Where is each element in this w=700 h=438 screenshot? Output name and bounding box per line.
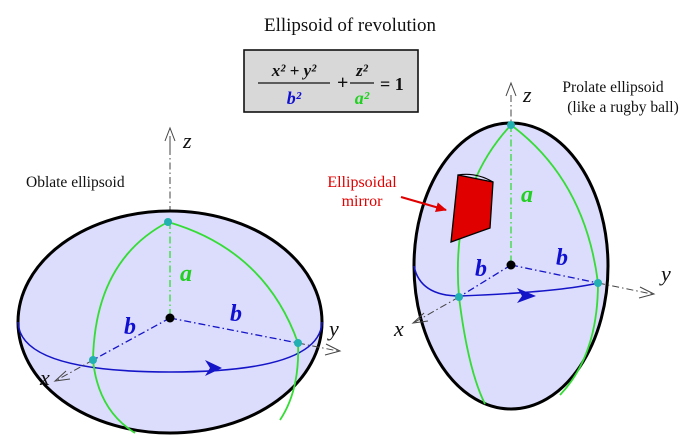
prolate-axis-z-label: z xyxy=(522,82,532,107)
formula-box: x² + y² b² + z² a² = 1 xyxy=(243,49,419,113)
oblate-z-arrowhead xyxy=(164,126,176,142)
oblate-equator-front xyxy=(17,321,323,373)
prolate-x-point xyxy=(455,293,463,301)
formula-denominator-left: b² xyxy=(287,88,302,108)
oblate-rotation-arrow xyxy=(205,360,222,376)
oblate-y-axis-ext xyxy=(297,342,339,352)
prolate-b-axis-y xyxy=(510,264,599,284)
formula-numerator-left: x² + y² xyxy=(271,61,317,80)
oblate-b-label-2: b xyxy=(230,301,242,327)
prolate-axis-x-label: x xyxy=(393,316,404,341)
formula-plus: + xyxy=(337,72,348,94)
prolate-label-line1: Prolate ellipsoid xyxy=(562,79,663,96)
oblate-meridian-right xyxy=(167,221,300,421)
formula-numerator-right: z² xyxy=(355,61,369,80)
prolate-b-label-1: b xyxy=(475,256,487,282)
mirror-label-line2: mirror xyxy=(342,193,384,210)
mirror-label-line1: Ellipsoidal xyxy=(327,174,397,191)
prolate-equator-front xyxy=(413,265,599,297)
formula-denominator-right: a² xyxy=(355,88,370,108)
formula-rhs: = 1 xyxy=(380,74,404,94)
prolate-label-line2: (like a rugby ball) xyxy=(567,99,678,116)
ellipsoidal-mirror xyxy=(450,174,494,243)
prolate-center-point xyxy=(506,260,516,270)
oblate-a-label: a xyxy=(180,261,192,287)
oblate-ellipsoid: z a b b x y Oblate ellipsoid xyxy=(16,126,342,435)
prolate-b-axis-x xyxy=(458,264,512,298)
prolate-a-label: a xyxy=(521,182,533,208)
prolate-ellipsoid: z Ellipsoidal mirror a b b x xyxy=(327,79,679,411)
prolate-x-axis-ext xyxy=(414,296,460,323)
prolate-y-axis-ext xyxy=(597,282,653,295)
prolate-y-point xyxy=(594,279,602,287)
prolate-pole-point xyxy=(507,121,515,129)
prolate-z-arrowhead xyxy=(505,81,517,97)
diagram-title: Ellipsoid of revolution xyxy=(264,15,437,36)
oblate-axis-x-label: x xyxy=(39,365,50,390)
prolate-b-label-2: b xyxy=(556,245,568,271)
oblate-b-axis-x xyxy=(92,317,171,361)
oblate-x-axis-ext xyxy=(56,359,94,381)
oblate-center-point xyxy=(165,313,175,323)
prolate-rotation-arrow xyxy=(517,288,536,303)
oblate-meridian-left xyxy=(92,221,169,434)
oblate-b-label-1: b xyxy=(124,314,136,340)
oblate-axis-y-label: y xyxy=(327,316,339,341)
oblate-label: Oblate ellipsoid xyxy=(26,174,125,191)
oblate-y-point xyxy=(294,339,302,347)
prolate-meridian-left xyxy=(456,124,512,405)
oblate-pole-point xyxy=(164,218,172,226)
oblate-x-point xyxy=(89,356,97,364)
oblate-axis-z-label: z xyxy=(182,128,192,153)
mirror-pointer-arrow xyxy=(400,195,447,213)
prolate-axis-y-label: y xyxy=(659,261,671,286)
